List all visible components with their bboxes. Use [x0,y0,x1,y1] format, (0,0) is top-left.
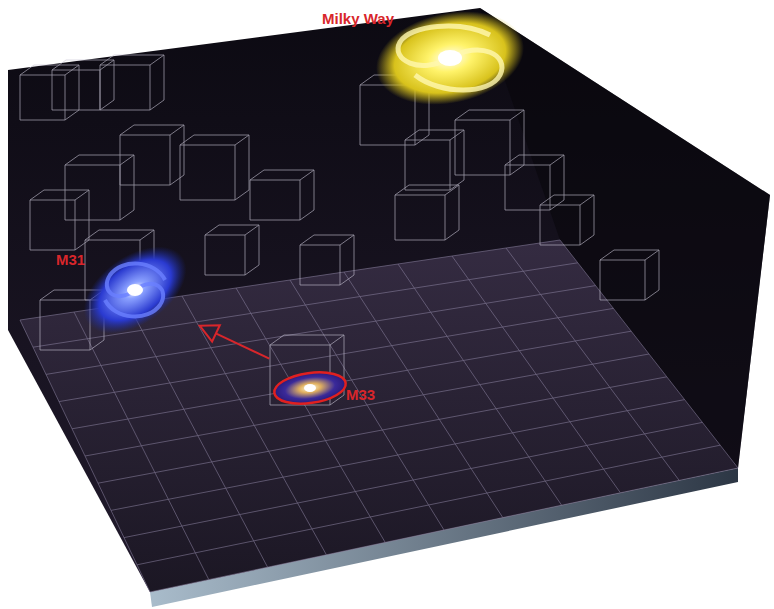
wireframe-cube [30,190,89,250]
arrow-line [214,333,269,359]
galaxy-node: M33 [270,360,390,415]
wireframe-cube [540,195,594,245]
floor-grid-line [452,256,620,493]
galaxy-label: M31 [56,252,85,269]
wireframe-cube [395,185,459,240]
galaxy-node: Milky Way [318,8,528,108]
floor-grid-line [506,248,679,480]
floor-grid-line [98,377,667,483]
wireframe-cube [250,170,314,220]
motion-arrow [200,325,270,358]
wireframe-cube [180,135,249,200]
floor-grid-line [124,422,702,537]
floor-grid-line [137,445,720,565]
galaxy-label: Milky Way [322,11,394,28]
wireframe-cube [600,250,659,300]
m33-galaxy [272,368,347,408]
wireframe-cube [120,125,184,185]
wireframe-cube [100,55,164,110]
floor-grid-line [398,264,562,505]
floor-grid-line [111,400,685,511]
floor-grid-line [560,240,738,468]
wireframe-cube [205,225,259,275]
floor-grid-line [344,272,503,518]
wireframe-cube [52,60,114,110]
galaxy-label: M33 [346,387,375,404]
arrow-head [200,325,220,341]
wireframe-cube [505,155,564,210]
galaxy-node: M31 [52,240,197,340]
floor-grid-line [150,468,738,592]
wireframe-cube [300,235,354,285]
wireframe-cube [20,65,79,120]
m31-galaxy [68,229,202,351]
